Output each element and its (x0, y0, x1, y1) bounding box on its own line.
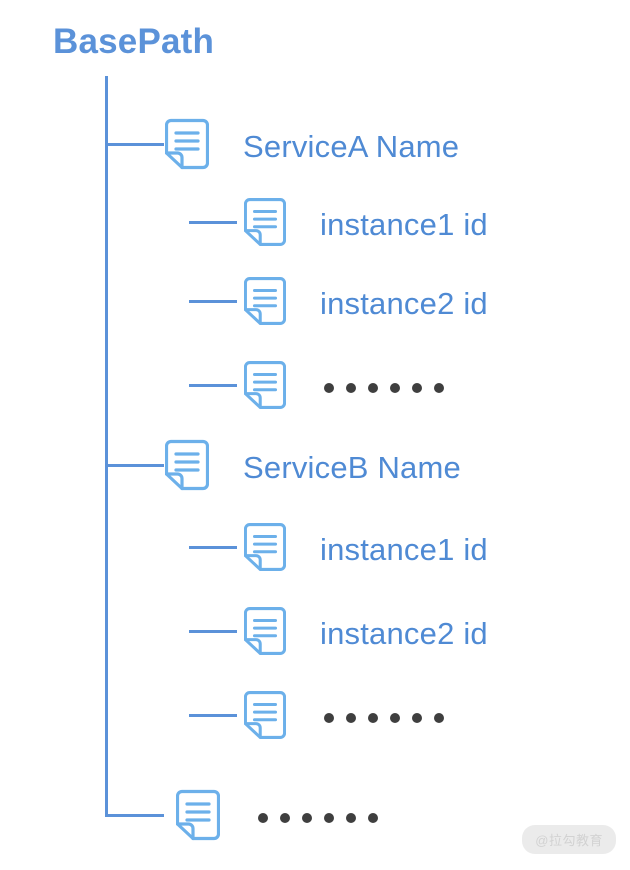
ellipsis-dot (302, 812, 312, 823)
document-icon (243, 605, 287, 662)
ellipsis-dots (324, 712, 444, 723)
node-serviceA-more[interactable] (243, 359, 444, 416)
node-label-serviceB-instance2: instance2 id (320, 615, 488, 651)
node-label-serviceA-instance1: instance1 id (320, 206, 488, 242)
connector-serviceB-instance1 (189, 546, 237, 549)
ellipsis-dot (434, 712, 444, 723)
connector-serviceA (105, 143, 164, 146)
ellipsis-dot (324, 712, 334, 723)
ellipsis-dot (258, 812, 268, 823)
node-serviceA[interactable]: ServiceA Name (164, 117, 460, 176)
connector-serviceA-instance2 (189, 300, 237, 303)
document-icon (164, 117, 210, 176)
ellipsis-dot (412, 712, 422, 723)
node-label-serviceB-instance1: instance1 id (320, 531, 488, 567)
ellipsis-dot (434, 382, 444, 393)
ellipsis-dot (346, 382, 356, 393)
document-icon (175, 788, 221, 847)
node-serviceB-more[interactable] (243, 689, 444, 746)
document-icon (243, 689, 287, 746)
node-service-more[interactable] (175, 788, 378, 847)
ellipsis-dot (368, 382, 378, 393)
node-label-serviceA: ServiceA Name (243, 128, 460, 164)
ellipsis-dot (390, 712, 400, 723)
ellipsis-dots (258, 812, 378, 823)
page-title: BasePath (53, 22, 215, 61)
watermark-badge: @拉勾教育 (522, 825, 616, 854)
ellipsis-dot (280, 812, 290, 823)
ellipsis-dot (324, 382, 334, 393)
document-icon (243, 196, 287, 253)
ellipsis-dots (324, 382, 444, 393)
node-serviceA-instance1[interactable]: instance1 id (243, 196, 488, 253)
ellipsis-dot (368, 812, 378, 823)
document-icon (164, 438, 210, 497)
ellipsis-dot (346, 712, 356, 723)
ellipsis-dot (368, 712, 378, 723)
node-serviceB-instance1[interactable]: instance1 id (243, 521, 488, 578)
node-label-serviceB: ServiceB Name (243, 449, 461, 485)
document-icon (243, 521, 287, 578)
connector-serviceB-instance2 (189, 630, 237, 633)
ellipsis-dot (412, 382, 422, 393)
connector-serviceB (105, 464, 164, 467)
connector-service-more (105, 814, 164, 817)
node-serviceA-instance2[interactable]: instance2 id (243, 275, 488, 332)
ellipsis-dot (324, 812, 334, 823)
document-icon (243, 275, 287, 332)
ellipsis-dot (346, 812, 356, 823)
node-serviceB[interactable]: ServiceB Name (164, 438, 461, 497)
tree-trunk-line (105, 76, 108, 816)
node-serviceB-instance2[interactable]: instance2 id (243, 605, 488, 662)
ellipsis-dot (390, 382, 400, 393)
connector-serviceB-more (189, 714, 237, 717)
connector-serviceA-instance1 (189, 221, 237, 224)
document-icon (243, 359, 287, 416)
connector-serviceA-more (189, 384, 237, 387)
node-label-serviceA-instance2: instance2 id (320, 285, 488, 321)
